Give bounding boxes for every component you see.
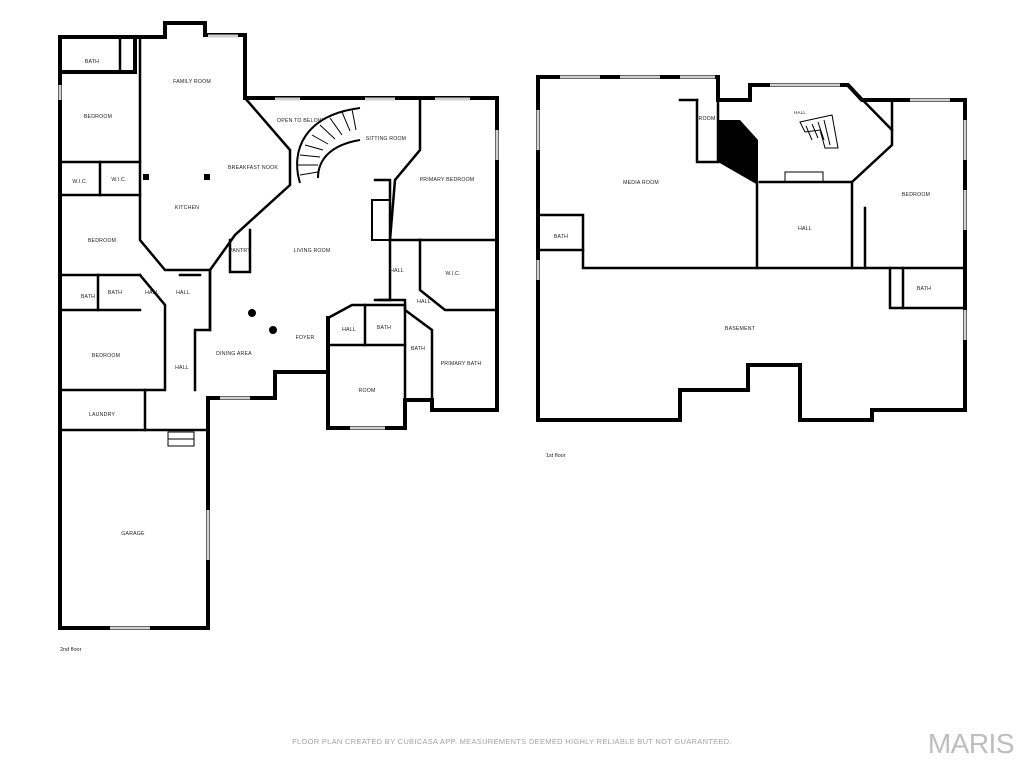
kitchen-label: KITCHEN <box>175 205 199 211</box>
second-floor-plan: BATH FAMILY ROOM BEDROOM W.I.C. W.I.C. K… <box>58 21 499 653</box>
breakfast-nook-label: BREAKFAST NOOK <box>228 165 278 171</box>
hall-3-label: HALL <box>390 268 404 274</box>
hall-4-label: HALL <box>417 299 431 305</box>
bath-5-label: BATH <box>411 346 425 352</box>
hall-6-label: HALL <box>175 365 189 371</box>
bath-4-label: BATH <box>377 325 391 331</box>
f1-bath-2-label: BATH <box>917 286 931 292</box>
family-room-label: FAMILY ROOM <box>173 79 211 85</box>
bedroom-2-label: BEDROOM <box>88 238 116 244</box>
sitting-room-label: SITTING ROOM <box>366 136 406 142</box>
laundry-label: LAUNDRY <box>89 412 115 418</box>
foyer-label: FOYER <box>296 335 315 341</box>
bath-3-label: BATH <box>108 290 122 296</box>
hall-2-label: HALL <box>176 290 190 296</box>
primary-bedroom-label: PRIMARY BEDROOM <box>420 177 475 183</box>
garage-label: GARAGE <box>121 531 145 537</box>
f1-stairs-hall-label: HALL <box>794 110 806 115</box>
primary-bath-label: PRIMARY BATH <box>441 361 482 367</box>
basement-label: BASEMENT <box>725 326 756 332</box>
room-label: ROOM <box>359 388 376 394</box>
living-room-label: LIVING ROOM <box>294 248 331 254</box>
f1-bedroom-label: BEDROOM <box>902 192 930 198</box>
curved-staircase-icon <box>296 107 361 184</box>
disclaimer-text: FLOOR PLAN CREATED BY CUBICASA APP. MEAS… <box>292 737 732 746</box>
bath-2-label: BATH <box>81 294 95 300</box>
first-floor-caption: 1st floor <box>546 453 566 459</box>
stairwell-fill <box>718 120 758 185</box>
dining-area-label: DINING AREA <box>216 351 252 357</box>
bedroom-1-label: BEDROOM <box>84 114 112 120</box>
maris-logo: MARIS <box>927 728 1015 759</box>
f1-hall-label: HALL <box>798 226 812 232</box>
first-floor-plan: ROOM HALL MEDIA ROOM BEDROOM BATH HALL B… <box>536 75 967 459</box>
f1-room-label: ROOM <box>699 116 716 122</box>
bath-top-label: BATH <box>85 59 99 65</box>
second-floor-caption: 2nd floor <box>60 647 82 653</box>
wic-2-label: W.I.C. <box>111 177 126 183</box>
wic-3-label: W.I.C. <box>445 271 460 277</box>
small-staircase-icon <box>799 114 839 149</box>
hall-1-label: HALL <box>145 290 159 296</box>
wic-1-label: W.I.C. <box>72 179 87 185</box>
open-to-below-label: OPEN TO BELOW <box>277 118 323 124</box>
bedroom-3-label: BEDROOM <box>92 353 120 359</box>
hall-5-label: HALL <box>342 327 356 333</box>
media-room-label: MEDIA ROOM <box>623 180 659 186</box>
pantry-label: PANTRY <box>229 248 251 254</box>
f1-bath-1-label: BATH <box>554 234 568 240</box>
